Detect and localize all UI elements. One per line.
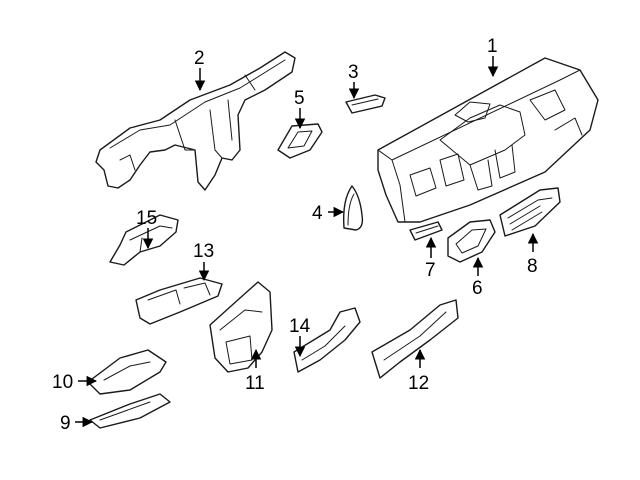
bottom-trim-part xyxy=(89,393,171,429)
glove-box-housing-part xyxy=(209,281,273,373)
callout-label-6: 6 xyxy=(472,278,483,299)
knee-panel-part xyxy=(371,299,459,379)
callout-label-1: 1 xyxy=(487,36,498,57)
callout-label-15: 15 xyxy=(136,208,157,229)
callout-label-8: 8 xyxy=(527,256,538,277)
switch-part xyxy=(409,221,443,241)
callout-label-10: 10 xyxy=(52,372,73,393)
callout-label-5: 5 xyxy=(294,88,305,109)
callout-label-3: 3 xyxy=(348,62,359,83)
cross-car-beam-part xyxy=(95,51,296,191)
callout-label-11: 11 xyxy=(245,373,265,394)
callout-label-4: 4 xyxy=(312,203,323,224)
center-trim-panel-part xyxy=(277,123,323,159)
callout-label-9: 9 xyxy=(60,413,71,434)
trim-strip-part xyxy=(345,94,386,114)
callout-label-2: 2 xyxy=(194,48,205,69)
instrument-panel-part xyxy=(377,57,599,223)
callout-label-13: 13 xyxy=(193,241,214,262)
callout-label-14: 14 xyxy=(289,316,311,337)
lower-panel-part xyxy=(135,277,223,325)
duct-part xyxy=(293,307,361,373)
callout-label-12: 12 xyxy=(408,373,429,394)
side-vent-part xyxy=(499,187,561,237)
side-cover-part xyxy=(342,185,364,231)
lower-cover-part xyxy=(87,349,167,395)
callout-label-7: 7 xyxy=(425,260,436,281)
air-vent-part xyxy=(447,219,496,263)
